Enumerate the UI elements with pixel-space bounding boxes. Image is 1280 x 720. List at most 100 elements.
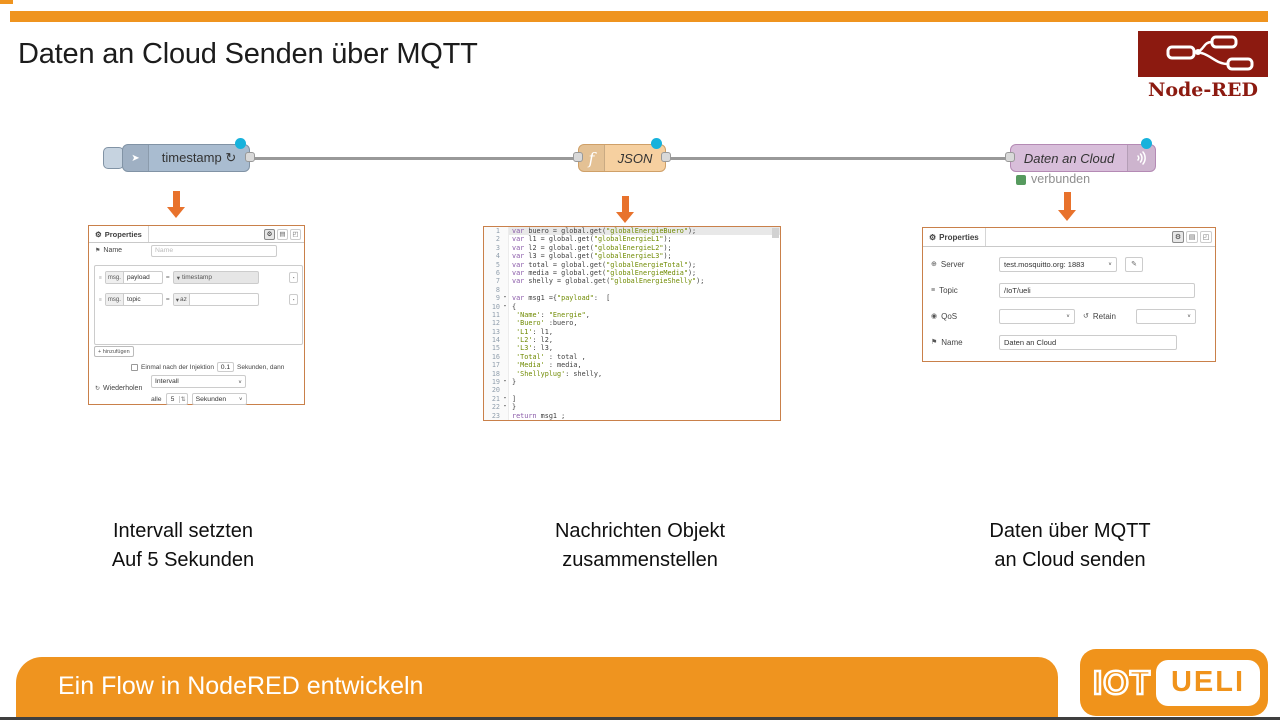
code-line: 12 'Buero' :buero,	[484, 319, 780, 328]
name-input[interactable]	[151, 244, 277, 257]
tag-icon: ⚑	[95, 248, 101, 254]
code-line: 20	[484, 386, 780, 395]
doc-icon[interactable]: ▤	[1186, 231, 1198, 243]
qos-select[interactable]: ∨	[999, 308, 1075, 324]
wire-function-to-mqtt	[664, 157, 1012, 160]
msg-row-payload: ≡ msg. payload = ▾ timestamp ▪	[99, 271, 298, 284]
wire-inject-to-function	[250, 157, 580, 160]
expand-icon[interactable]: ◰	[1200, 231, 1212, 243]
gear-icon: ⚙	[929, 232, 937, 242]
broadcast-icon	[1127, 145, 1155, 171]
node-red-logo-label: Node-RED	[1147, 79, 1259, 101]
tag-icon: ⚑	[931, 339, 938, 346]
corner-accent-mark	[0, 0, 13, 4]
msg-row-topic: ≡ msg. topic = ▾ az ▪	[99, 293, 298, 306]
inject-node-label: timestamp ↻	[161, 150, 237, 165]
once-checkbox[interactable]	[131, 363, 138, 371]
retain-select[interactable]: ∨	[1136, 308, 1196, 324]
function-node-label: JSON	[617, 150, 653, 166]
qos-icon: ◉	[931, 313, 938, 320]
typed-input-string[interactable]: ▾ az	[172, 293, 259, 306]
mqtt-status-dot	[1016, 175, 1026, 185]
function-node[interactable]: f JSON	[578, 144, 666, 172]
topic-row: ≡ Topic	[931, 282, 1207, 298]
function-output-port[interactable]	[661, 152, 671, 162]
down-arrow-function	[616, 196, 634, 223]
iot-logo-text: IOT	[1092, 662, 1152, 702]
mqtt-out-node[interactable]: Daten an Cloud	[1010, 144, 1156, 172]
inject-props-list: ≡ msg. payload = ▾ timestamp ▪ ≡ msg. to…	[94, 265, 303, 345]
page-title: Daten an Cloud Senden über MQTT	[18, 38, 478, 70]
interval-value-stepper[interactable]: 5⇅	[165, 393, 188, 405]
mqtt-changed-dot	[1141, 138, 1152, 149]
gear-icon[interactable]: ⚙	[264, 228, 275, 240]
name-row: ⚑ Name	[931, 334, 1207, 350]
row-option-button[interactable]: ▪	[289, 294, 298, 305]
code-line: 22▾}	[484, 403, 780, 412]
down-arrow-mqtt	[1058, 192, 1076, 221]
topic-input[interactable]	[999, 282, 1195, 298]
code-line: 10▾{	[484, 302, 780, 311]
interval-row: alle 5⇅ Sekunden∨	[151, 393, 247, 405]
repeat-row: ↻ Wiederholen Intervall∨	[95, 375, 298, 395]
node-red-logo: Node-RED	[1138, 31, 1268, 101]
msg-property-field[interactable]: msg. topic	[104, 293, 163, 306]
ueli-logo-text: UELI	[1170, 666, 1246, 698]
code-line: 13 'L1': l1,	[484, 327, 780, 337]
typed-input-timestamp[interactable]: ▾ timestamp	[172, 271, 259, 284]
inject-arrow-icon: ➤	[123, 145, 149, 171]
gear-icon[interactable]: ⚙	[1172, 231, 1184, 243]
once-delay-input[interactable]	[217, 362, 234, 372]
server-row: ⊕ Server test.mosquitto.org: 1883∨ ✎	[931, 256, 1207, 272]
properties-header: ⚙ Properties ⚙ ▤ ◰	[89, 226, 304, 243]
inject-node[interactable]: ➤ timestamp ↻	[122, 144, 250, 172]
ueli-logo-box: UELI	[1156, 659, 1260, 706]
mqtt-input-port[interactable]	[1005, 152, 1015, 162]
function-input-port[interactable]	[573, 152, 583, 162]
function-f-icon: f	[579, 145, 605, 171]
repeat-icon: ↻	[95, 386, 101, 392]
slide-bottom-edge	[0, 717, 1280, 720]
drag-handle-icon[interactable]: ≡	[99, 274, 102, 281]
expand-icon[interactable]: ◰	[290, 228, 301, 240]
doc-icon[interactable]: ▤	[277, 228, 288, 240]
properties-tab[interactable]: ⚙ Properties	[923, 228, 986, 246]
inject-output-port[interactable]	[245, 152, 255, 162]
mqtt-node-label: Daten an Cloud	[1023, 150, 1115, 166]
msg-property-field[interactable]: msg. payload	[104, 271, 163, 284]
mqtt-status-text: verbunden	[1031, 172, 1091, 186]
footer-bar: Ein Flow in NodeRED entwickeln	[16, 657, 1058, 717]
properties-tab[interactable]: ⚙ Properties	[89, 226, 149, 242]
code-line: 14 'L2': l2,	[484, 336, 780, 345]
node-red-flow-glyph	[1166, 35, 1254, 71]
repeat-select[interactable]: Intervall∨	[151, 375, 246, 388]
code-line: 15 'L3': l3,	[484, 344, 780, 353]
properties-header: ⚙ Properties ⚙ ▤ ◰	[923, 228, 1215, 247]
inject-once-row: Einmal nach der Injektion Sekunden, dann	[131, 362, 284, 372]
add-button[interactable]: + hinzufügen	[94, 346, 134, 357]
row-option-button[interactable]: ▪	[289, 272, 298, 283]
inject-node-button[interactable]	[103, 147, 124, 169]
inject-properties-screenshot: ⚙ Properties ⚙ ▤ ◰ ⚑ Name ≡ msg. payload…	[88, 225, 305, 405]
drag-handle-icon[interactable]: ≡	[99, 296, 102, 303]
gear-icon: ⚙	[95, 229, 102, 239]
top-accent-bar	[10, 11, 1268, 22]
scrollbar[interactable]	[772, 228, 779, 238]
list-icon: ≡	[931, 286, 936, 294]
edit-server-button[interactable]: ✎	[1125, 256, 1143, 272]
footer-title: Ein Flow in NodeRED entwickeln	[58, 672, 424, 700]
node-name-input[interactable]	[999, 334, 1177, 350]
server-select[interactable]: test.mosquitto.org: 1883∨	[999, 256, 1117, 272]
interval-unit-select[interactable]: Sekunden∨	[191, 393, 247, 405]
